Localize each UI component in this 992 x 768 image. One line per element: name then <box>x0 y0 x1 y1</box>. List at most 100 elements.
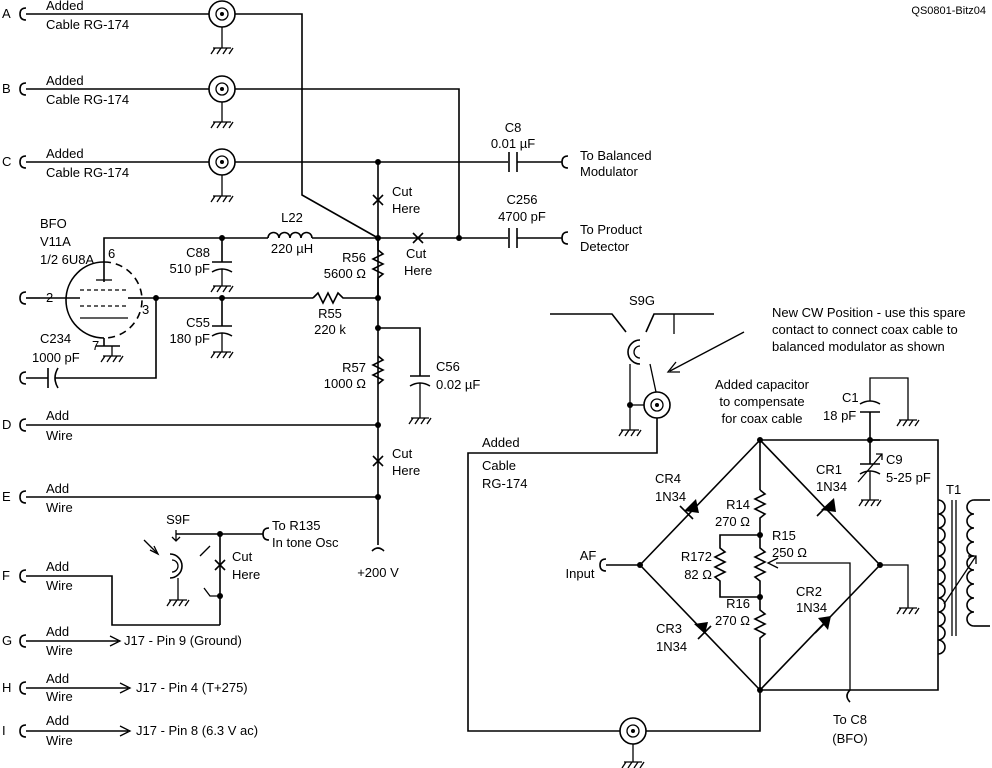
af-label-2: Input <box>566 566 595 581</box>
resistor-r172: R172 82 Ω <box>681 534 760 598</box>
line-h-letter: H <box>2 680 11 695</box>
cut-label-2b: Here <box>404 263 432 278</box>
line-h-note1: Add <box>46 671 69 686</box>
to-r135-1: To R135 <box>272 518 320 533</box>
line-i-letter: I <box>2 723 6 738</box>
l22-value: 220 µH <box>271 241 313 256</box>
resistor-r15: R15 250 Ω <box>753 528 851 690</box>
line-f-note2: Wire <box>46 578 73 593</box>
capacitor-c256: C256 4700 pF To Product Detector <box>498 192 642 254</box>
cut-label-1a: Cut <box>392 184 413 199</box>
added-cap-1: Added capacitor <box>715 377 810 392</box>
diode-cr1: CR1 1N34 <box>816 462 847 517</box>
capacitor-c56: C56 0.02 µF <box>378 327 480 425</box>
c8-dest2: Modulator <box>580 164 638 179</box>
cut-label-3a: Cut <box>392 446 413 461</box>
c55-value: 180 pF <box>170 331 211 346</box>
r57-value: 1000 Ω <box>324 376 367 391</box>
r55-ref: R55 <box>318 306 342 321</box>
line-e-letter: E <box>2 489 11 504</box>
switch-s9f: S9F To R135 In tone Osc Cut Here <box>143 512 339 625</box>
cut-label-4b: Here <box>232 567 260 582</box>
c256-value: 4700 pF <box>498 209 546 224</box>
added-cap-2: to compensate <box>719 394 804 409</box>
c56-ref: C56 <box>436 359 460 374</box>
s9f-label: S9F <box>166 512 190 527</box>
r56-value: 5600 Ω <box>324 266 367 281</box>
line-d-note1: Add <box>46 408 69 423</box>
line-i-dest: J17 - Pin 8 (6.3 V ac) <box>136 723 258 738</box>
r57-ref: R57 <box>342 360 366 375</box>
r15-value: 250 Ω <box>772 545 807 560</box>
capacitor-c234: C234 1000 pF <box>19 295 159 389</box>
coax-connector-a <box>208 0 236 28</box>
resistor-r56: R56 5600 Ω <box>324 238 385 298</box>
added-cable-2: Cable <box>482 458 516 473</box>
line-b-note2: Cable RG-174 <box>46 92 129 107</box>
resistor-r14: R14 270 Ω <box>715 489 767 535</box>
cr3-value: 1N34 <box>656 639 687 654</box>
tube-type: 1/2 6U8A <box>40 252 95 267</box>
cut-label-4a: Cut <box>232 549 253 564</box>
cr4-value: 1N34 <box>655 489 686 504</box>
r16-ref: R16 <box>726 596 750 611</box>
coax-connector-s9g <box>643 391 671 419</box>
c8-ref: C8 <box>505 120 522 135</box>
cr4-ref: CR4 <box>655 471 681 486</box>
line-h: H Add Wire J17 - Pin 4 (T+275) <box>2 671 248 704</box>
line-c-note2: Cable RG-174 <box>46 165 129 180</box>
tube-pin-2: 2 <box>46 290 53 305</box>
line-c: C Added Cable RG-174 <box>2 146 508 203</box>
c256-dest1: To Product <box>580 222 643 237</box>
resistor-r57: R57 1000 Ω <box>324 355 385 391</box>
line-b: B Added Cable RG-174 <box>2 73 460 238</box>
cr2-value: 1N34 <box>796 600 827 615</box>
tube-ref: V11A <box>40 234 71 249</box>
diode-cr2: CR2 1N34 <box>796 584 831 634</box>
line-d: D Add Wire <box>2 408 381 443</box>
s9g-label: S9G <box>629 293 655 308</box>
r16-value: 270 Ω <box>715 613 750 628</box>
coax-connector-bottom <box>619 717 647 745</box>
cut-label-2a: Cut <box>406 246 427 261</box>
line-g-dest: J17 - Pin 9 (Ground) <box>124 633 242 648</box>
c256-ref: C256 <box>506 192 537 207</box>
line-i-note2: Wire <box>46 733 73 748</box>
line-g-note2: Wire <box>46 643 73 658</box>
tube-pin-3: 3 <box>142 302 149 317</box>
cr2-ref: CR2 <box>796 584 822 599</box>
line-i: I Add Wire J17 - Pin 8 (6.3 V ac) <box>2 713 258 748</box>
figure-id: QS0801-Bitz04 <box>911 5 986 17</box>
c1-value: 18 pF <box>823 408 856 423</box>
c8-value: 0.01 µF <box>491 136 535 151</box>
line-g-note1: Add <box>46 624 69 639</box>
to-c8-2: (BFO) <box>832 731 867 746</box>
line-h-dest: J17 - Pin 4 (T+275) <box>136 680 248 695</box>
c1-ref: C1 <box>842 390 859 405</box>
cut-label-3b: Here <box>392 463 420 478</box>
line-a-letter: A <box>2 6 11 21</box>
c234-value: 1000 pF <box>32 350 80 365</box>
af-input: AF Input <box>566 548 640 581</box>
added-cable-1: Added <box>482 435 520 450</box>
r15-ref: R15 <box>772 528 796 543</box>
c88-value: 510 pF <box>170 261 211 276</box>
capacitor-c1: C1 18 pF <box>823 377 920 441</box>
coax-connector-b <box>208 75 236 103</box>
c56-value: 0.02 µF <box>436 377 480 392</box>
af-label-1: AF <box>580 548 597 563</box>
line-e-note2: Wire <box>46 500 73 515</box>
c88-ref: C88 <box>186 245 210 260</box>
line-d-letter: D <box>2 417 11 432</box>
line-a-note2: Cable RG-174 <box>46 17 129 32</box>
line-h-note2: Wire <box>46 689 73 704</box>
c9-ref: C9 <box>886 452 903 467</box>
line-f: F Add Wire <box>2 559 220 626</box>
resistor-r55: R55 220 k <box>312 291 378 337</box>
diode-cr3: CR3 1N34 <box>656 621 712 654</box>
diode-bridge <box>637 437 883 693</box>
l22-ref: L22 <box>281 210 303 225</box>
added-cable-3: RG-174 <box>482 476 528 491</box>
new-cw-note-1: New CW Position - use this spare <box>772 305 966 320</box>
inductor-l22: L22 220 µH <box>222 210 378 256</box>
